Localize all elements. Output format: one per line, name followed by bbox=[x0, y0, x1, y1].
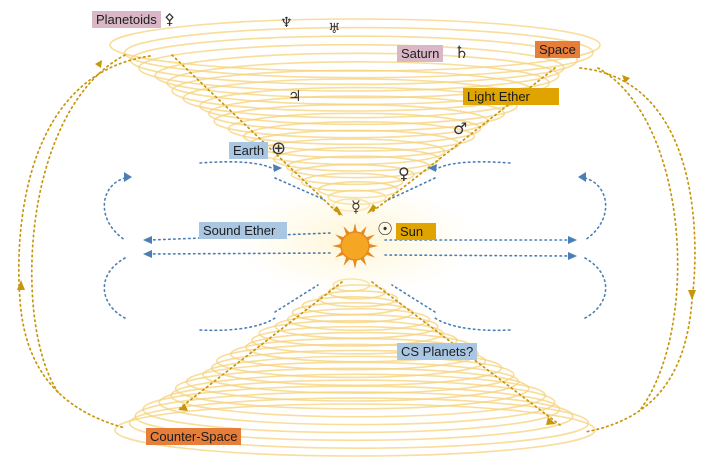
outer-right-loop bbox=[579, 67, 696, 433]
planetoids-symbol-icon: ⚴ bbox=[164, 10, 175, 28]
mars-symbol-icon: ♂ bbox=[453, 119, 468, 138]
sun-ray bbox=[367, 243, 378, 249]
vortex-ring bbox=[216, 343, 487, 379]
vortex-ring bbox=[199, 86, 518, 126]
outer-left-loop bbox=[17, 55, 151, 429]
lower-vortex bbox=[114, 278, 596, 457]
cs-planets-label: CS Planets? bbox=[397, 343, 478, 360]
vortex-ring bbox=[242, 121, 476, 152]
vortex-ring bbox=[286, 307, 431, 332]
flow-arrowheads bbox=[17, 60, 696, 425]
sun-ray bbox=[332, 243, 343, 249]
jupiter-symbol-icon: ♃ bbox=[288, 87, 302, 105]
saturn-label: Saturn bbox=[397, 45, 444, 62]
sound-ether-label: Sound Ether bbox=[199, 222, 287, 239]
left-lower-loop bbox=[103, 257, 276, 332]
vortex-ring bbox=[227, 112, 482, 146]
vortex-ring bbox=[170, 373, 547, 418]
vortex-ring bbox=[202, 355, 515, 394]
vortex-ring bbox=[142, 385, 561, 434]
uranus-symbol-icon: ♅ bbox=[328, 21, 341, 37]
right-diag-in-1 bbox=[387, 177, 436, 201]
inner-right-loop bbox=[597, 67, 679, 411]
ray-space-to-sun bbox=[371, 67, 556, 213]
left-diag-in-2 bbox=[274, 284, 319, 313]
sun-ray bbox=[352, 223, 358, 234]
sound-ether-arrowheads bbox=[124, 164, 586, 260]
right-lower-loop bbox=[434, 257, 607, 332]
mercury-symbol-icon: ☿ bbox=[351, 197, 361, 216]
planetoids-label: Planetoids bbox=[92, 11, 161, 28]
earth-label: Earth bbox=[229, 142, 269, 159]
ray-sun-to-lower-right bbox=[371, 281, 561, 426]
counter-space-label: Counter-Space bbox=[146, 428, 242, 445]
right-diag-in-2 bbox=[391, 284, 436, 313]
sun-ray bbox=[352, 258, 358, 269]
vortex-ring bbox=[134, 391, 574, 442]
sun-icon bbox=[332, 223, 378, 269]
vortex-ring bbox=[128, 397, 590, 449]
vortex-ring bbox=[272, 146, 441, 172]
sun-disc bbox=[340, 231, 370, 261]
upper-vortex bbox=[109, 18, 601, 212]
earth-symbol-icon: ⊕ bbox=[271, 138, 287, 159]
light-ether-label: Light Ether bbox=[463, 88, 559, 105]
vortex-ring bbox=[158, 379, 556, 426]
saturn-symbol-icon: ♄ bbox=[454, 43, 470, 63]
venus-symbol-icon: ♀ bbox=[398, 164, 410, 183]
left-upper-loop bbox=[103, 161, 276, 241]
inner-left-loop bbox=[30, 54, 126, 396]
vortex-ring bbox=[137, 43, 565, 92]
ray-sun-to-counterspace bbox=[179, 281, 343, 409]
vortex-ring bbox=[154, 52, 560, 99]
vortex-ring bbox=[301, 296, 403, 316]
vortex-ring bbox=[114, 403, 596, 457]
sun-symbol-icon: ☉ bbox=[377, 219, 394, 240]
vortex-ring bbox=[174, 367, 530, 410]
neptune-symbol-icon: ♆ bbox=[280, 15, 293, 31]
space-label: Space bbox=[535, 41, 580, 58]
vortex-ring bbox=[210, 349, 503, 387]
flow-right-down bbox=[384, 254, 571, 257]
vortex-ring bbox=[251, 325, 458, 355]
vortex-ring bbox=[290, 163, 415, 186]
flow-left-down bbox=[149, 252, 331, 255]
sound-ether-flows bbox=[103, 161, 607, 332]
vortex-ring bbox=[258, 319, 444, 347]
sun-label: Sun bbox=[396, 223, 436, 240]
vortex-ring bbox=[123, 26, 594, 79]
right-upper-loop bbox=[434, 161, 607, 241]
space-flow-lines bbox=[17, 54, 696, 433]
left-diag-in-1 bbox=[274, 177, 326, 201]
ray-planetoids-to-sun bbox=[171, 54, 341, 216]
